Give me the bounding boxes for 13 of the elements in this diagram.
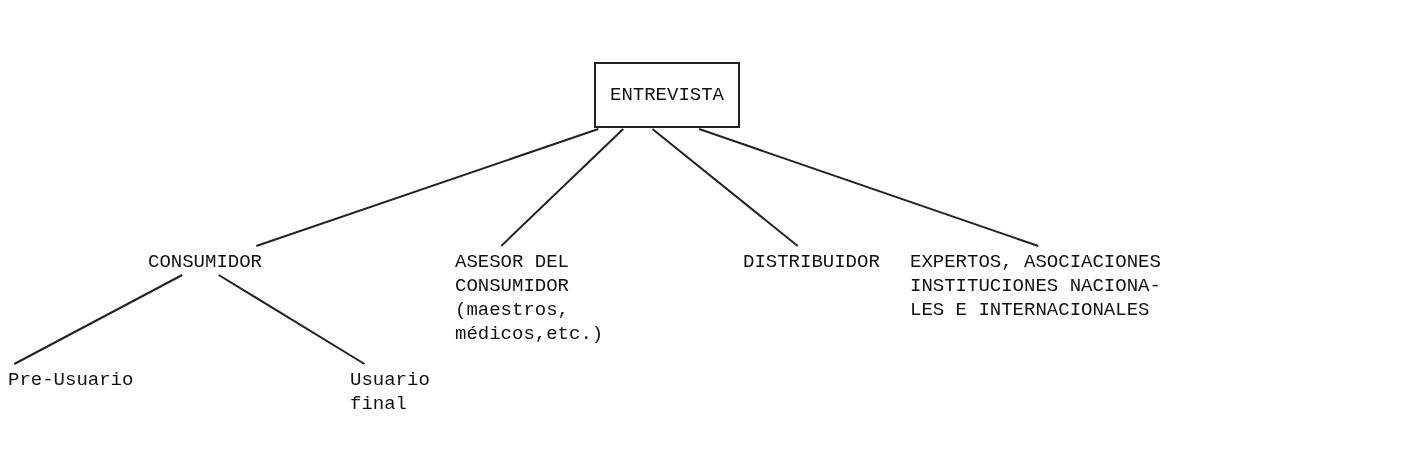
connector-line [255,128,600,247]
connector-line [651,128,799,247]
connector-line [500,128,625,247]
node-label: Pre-Usuario [8,368,134,392]
connector-line [217,274,366,365]
node-label: EXPERTOS, ASOCIACIONES INSTITUCIONES NACIONA- LES E INTERNACIONALES [910,250,1167,322]
connector-line [698,128,1040,247]
connector-line [13,274,184,365]
node-label: CONSUMIDOR [148,250,263,274]
node-label: Usuario final [350,368,447,416]
node-label: ASESOR DEL CONSUMIDOR (maestros, médicos,etc.) [455,250,609,346]
process-box: ENTREVISTA [594,62,741,128]
node-label: DISTRIBUIDOR [743,250,880,274]
